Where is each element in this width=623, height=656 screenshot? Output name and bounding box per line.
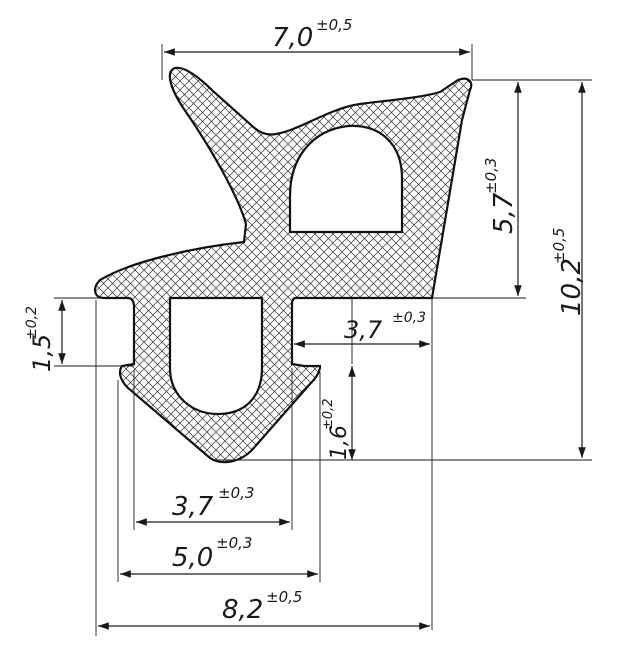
dim-height-total-tol: ±0,5 (550, 228, 568, 264)
dim-groove-left-tol: ±0,2 (24, 306, 40, 340)
dim-height-total-value: 10,2 (557, 258, 587, 316)
dim-groove-left-value: 1,5 (28, 334, 56, 372)
dim-base-width-tol: ±0,5 (266, 588, 302, 606)
dim-height-upper-value: 5,7 (489, 192, 519, 234)
upper-hollow-chamber (288, 124, 404, 234)
dim-height-upper-tol: ±0,3 (482, 158, 500, 194)
dim-width-top-value: 7,0 (272, 23, 313, 53)
dim-inner-width-tol: ±0,3 (218, 484, 254, 502)
seal-profile-section (94, 66, 473, 464)
dim-lip-depth-value: 1,6 (327, 425, 352, 460)
dim-mid-width-value: 5,0 (172, 543, 213, 573)
dim-mid-width-tol: ±0,3 (216, 534, 252, 552)
dim-lip-depth-tol: ±0,2 (321, 398, 336, 430)
dim-base-width-value: 8,2 (222, 595, 263, 625)
dim-width-top-tol: ±0,5 (316, 16, 352, 34)
dim-inner-width-value: 3,7 (172, 492, 214, 522)
dim-flange-right-tol: ±0,3 (392, 310, 426, 326)
lower-hollow-chamber (168, 296, 264, 416)
dim-flange-right-value: 3,7 (344, 316, 383, 344)
